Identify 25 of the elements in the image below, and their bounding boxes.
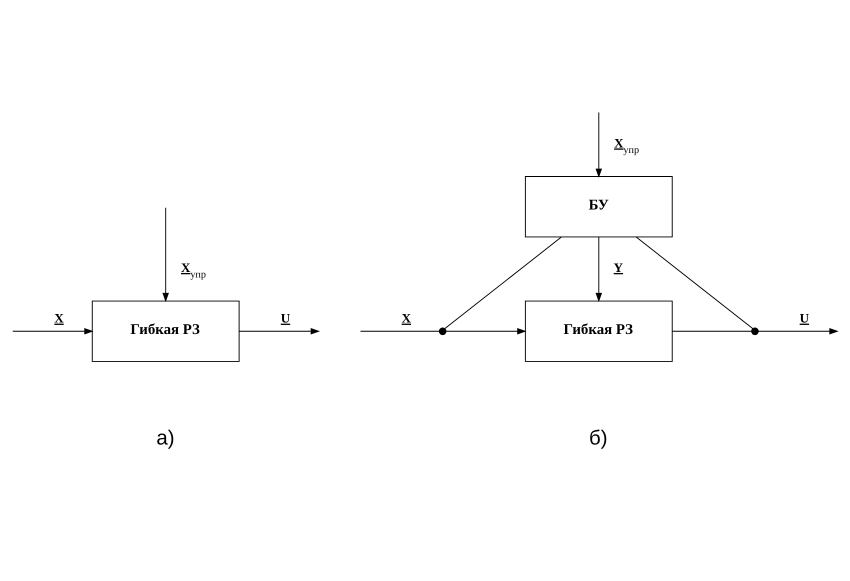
- arrow: [162, 207, 169, 302]
- node-circle: [751, 327, 759, 336]
- arrow: [12, 328, 94, 335]
- node-box: Гибкая РЗ: [524, 300, 673, 362]
- edge-label: X$_{упр}$: [614, 135, 640, 156]
- arrow: [238, 328, 320, 335]
- node-box: БУ: [524, 176, 673, 238]
- node-circle: [438, 327, 446, 336]
- connector: [444, 236, 562, 330]
- node-box: Гибкая РЗ: [92, 300, 240, 362]
- arrow: [758, 328, 839, 335]
- label: а): [156, 426, 175, 450]
- arrow: [596, 112, 602, 178]
- edge-label: Y: [614, 260, 624, 275]
- label: б): [589, 426, 608, 450]
- edge-label: X$_{упр}$: [181, 260, 206, 280]
- edge-label: U: [280, 310, 290, 326]
- edge-label: X: [402, 310, 412, 326]
- arrow: [446, 328, 526, 335]
- edge-label: U: [800, 310, 810, 326]
- connector: [672, 330, 752, 332]
- connector: [636, 236, 754, 330]
- edge-label: X: [54, 310, 64, 326]
- arrow: [596, 236, 602, 302]
- connector: [360, 330, 440, 332]
